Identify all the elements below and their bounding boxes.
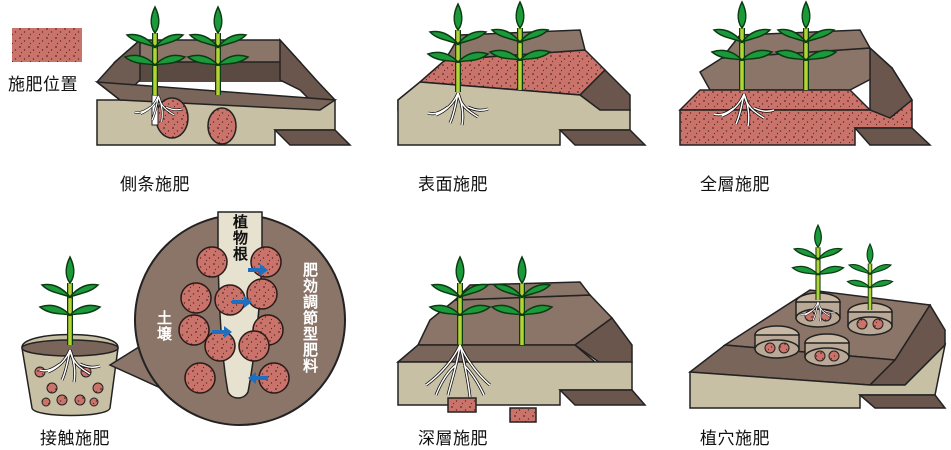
panel-label-hole: 植穴施肥 xyxy=(700,429,770,449)
panel-full-layer xyxy=(678,2,932,146)
panel-contact xyxy=(21,211,346,426)
root-label: 植物根 xyxy=(231,214,249,262)
panel-surface-dressing xyxy=(397,2,647,146)
legend-swatch xyxy=(12,28,82,62)
fertilizer-label: 肥効調節型肥料 xyxy=(301,262,319,374)
soil-label: 土壌 xyxy=(155,310,173,342)
panel-planting-hole xyxy=(687,225,947,409)
panel-label-full: 全層施肥 xyxy=(700,175,770,195)
panel-deep-layer xyxy=(395,257,647,423)
panel-label-side: 側条施肥 xyxy=(120,175,190,195)
panel-side-dressing xyxy=(94,7,352,146)
panel-label-surface: 表面施肥 xyxy=(418,175,488,195)
panel-label-deep: 深層施肥 xyxy=(418,429,488,449)
legend-label: 施肥位置 xyxy=(8,75,78,95)
panel-label-contact: 接触施肥 xyxy=(40,429,110,449)
